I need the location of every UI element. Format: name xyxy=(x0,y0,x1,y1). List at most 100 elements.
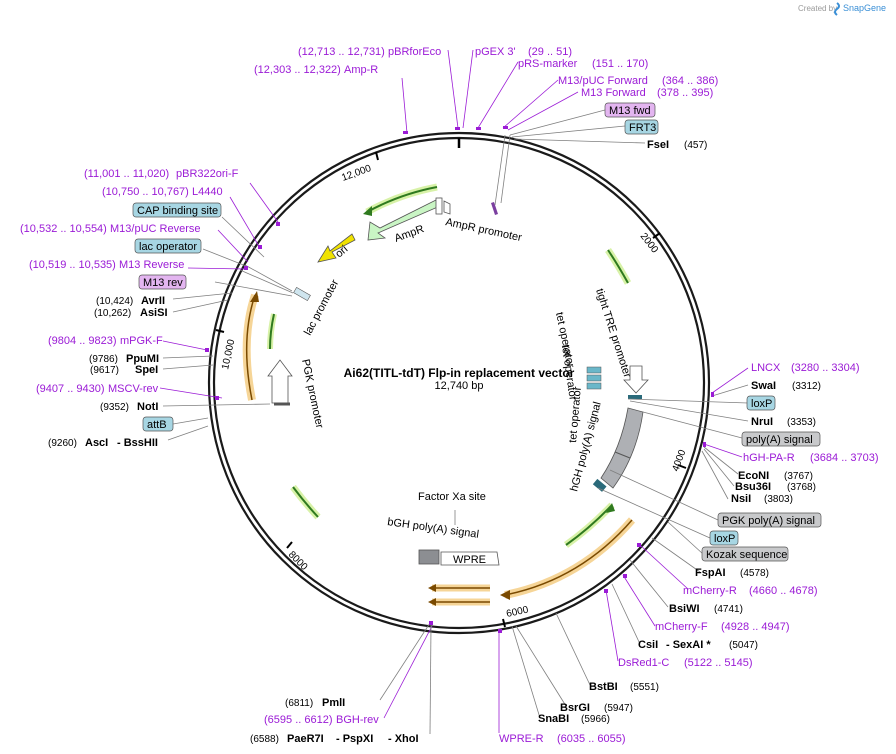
site-csii-pos: (5047) xyxy=(729,640,758,651)
primer-lncx[interactable]: LNCX xyxy=(751,362,781,374)
site-bsu36i-pos: (3768) xyxy=(787,482,816,493)
hgh-polya-feature[interactable] xyxy=(592,407,644,492)
site-bsshii[interactable]: - BssHII xyxy=(117,437,158,449)
primer-mpgk-f-pos: (9804 .. 9823) xyxy=(48,335,117,347)
snapgene-logo-icon xyxy=(834,2,840,16)
kozak-box[interactable] xyxy=(701,546,789,562)
site-fsei[interactable]: FseI xyxy=(647,139,669,151)
snapgene-brand[interactable]: SnapGene xyxy=(843,3,886,13)
primer-mscv-rev[interactable]: MSCV-rev xyxy=(108,383,159,395)
site-pmli[interactable]: PmlI xyxy=(322,697,345,709)
loxp-label-2: loxP xyxy=(714,533,735,545)
attb-label: attB xyxy=(147,419,167,431)
primer-bgh-rev-pos: (6595 .. 6612) xyxy=(264,714,333,726)
frt3-label: FRT3 xyxy=(629,122,656,134)
tet-operator-3: tet operator xyxy=(567,386,584,443)
site-pspxi[interactable]: - PspXI xyxy=(336,733,373,745)
ampr-promoter-lead xyxy=(494,134,506,206)
primer-pbrforeco[interactable]: pBRforEco xyxy=(388,46,441,58)
primer-pbrforeco-pos: (12,713 .. 12,731) xyxy=(298,46,385,58)
green-arc-lower-left xyxy=(290,484,321,520)
primer-wpre-r[interactable]: WPRE-R xyxy=(499,733,544,745)
site-paer7i[interactable]: PaeR7I xyxy=(287,733,324,745)
green-arc-left xyxy=(267,313,277,350)
site-bstbi[interactable]: BstBI xyxy=(589,681,618,693)
created-by-label: Created by xyxy=(798,4,837,13)
green-arc-right xyxy=(605,248,632,285)
site-econi[interactable]: EcoNI xyxy=(738,470,769,482)
site-ppumi[interactable]: PpuMI xyxy=(126,353,159,365)
loxp-box-2[interactable] xyxy=(709,530,739,546)
backbone-outer xyxy=(207,131,711,635)
site-markers xyxy=(205,126,714,633)
wpre-label: WPRE xyxy=(453,554,486,566)
site-snabi-pos: (5966) xyxy=(581,714,610,725)
primer-mpgk-f[interactable]: mPGK-F xyxy=(120,335,163,347)
site-econi-pos: (3767) xyxy=(784,471,813,482)
map-title: Ai62(TITL-tdT) Flp-in replacement vector xyxy=(344,366,575,380)
site-bstbi-pos: (5551) xyxy=(630,682,659,693)
frt3-box[interactable] xyxy=(624,119,659,135)
bgh-polya-feature[interactable] xyxy=(418,549,440,565)
wpre-feature[interactable] xyxy=(440,551,500,566)
site-bsiwi[interactable]: BsiWI xyxy=(669,603,700,615)
primer-ampr[interactable]: Amp-R xyxy=(344,64,378,76)
site-asci[interactable]: AscI xyxy=(85,437,108,449)
polya-box[interactable] xyxy=(741,431,821,447)
primer-dsred1-c[interactable]: DsRed1-C xyxy=(618,657,669,669)
primer-mcherry-r[interactable]: mCherry-R xyxy=(683,585,737,597)
loxp-label-1: loxP xyxy=(751,398,772,410)
site-noti-pos: (9352) xyxy=(100,402,129,413)
site-swai[interactable]: SwaI xyxy=(751,380,776,392)
primer-pbr322ori-f-pos: (11,001 .. 11,020) xyxy=(84,168,169,180)
primer-pgex[interactable]: pGEX 3' xyxy=(475,46,516,58)
site-spei[interactable]: SpeI xyxy=(135,364,158,376)
cap-binding-box[interactable] xyxy=(132,202,222,218)
primer-m13puc-fwd[interactable]: M13/pUC Forward xyxy=(558,75,648,87)
ori-feature[interactable] xyxy=(317,233,356,263)
tet-operator-block xyxy=(586,366,602,390)
pgk-polya-label: PGK poly(A) signal xyxy=(722,515,815,527)
primer-m13puc-rev[interactable]: M13/pUC Reverse xyxy=(110,223,200,235)
primer-hgh-pa-r[interactable]: hGH-PA-R xyxy=(743,452,795,464)
tre-promoter-arrow[interactable] xyxy=(623,365,649,399)
site-csii[interactable]: CsiI xyxy=(638,639,658,651)
primer-mcherry-f-pos: (4928 .. 4947) xyxy=(721,621,790,633)
lac-operator-box[interactable] xyxy=(134,238,202,254)
ampr-feature[interactable] xyxy=(367,197,451,241)
site-sexai[interactable]: - SexAI * xyxy=(666,639,711,651)
m13-rev-box[interactable] xyxy=(138,274,187,290)
primer-pbr322ori-f[interactable]: pBR322ori-F xyxy=(176,168,239,180)
attb-box[interactable] xyxy=(142,416,174,432)
site-avrii[interactable]: AvrII xyxy=(141,295,165,307)
site-nsii[interactable]: NsiI xyxy=(731,493,751,505)
site-noti[interactable]: NotI xyxy=(137,401,158,413)
site-snabi[interactable]: SnaBI xyxy=(538,713,569,725)
site-bsrgi[interactable]: BsrGI xyxy=(560,702,590,714)
m13-rev-label: M13 rev xyxy=(143,277,183,289)
site-spei-pos: (9617) xyxy=(90,365,119,376)
primer-m13-forward[interactable]: M13 Forward xyxy=(581,87,646,99)
primer-m13-reverse[interactable]: M13 Reverse xyxy=(119,259,184,271)
site-fspai[interactable]: FspAI xyxy=(695,567,726,579)
primer-l4440[interactable]: L4440 xyxy=(192,186,223,198)
site-bsu36i[interactable]: Bsu36I xyxy=(735,481,771,493)
site-asisi[interactable]: AsiSI xyxy=(140,307,168,319)
primer-mcherry-f[interactable]: mCherry-F xyxy=(655,621,708,633)
pgk-promoter-label: PGK promoter xyxy=(299,358,325,430)
primer-prs[interactable]: pRS-marker xyxy=(518,58,578,70)
m13-fwd-box[interactable] xyxy=(604,102,656,118)
pgk-promoter-feature[interactable] xyxy=(267,359,293,406)
orange-arc-right xyxy=(500,517,636,600)
primer-pgex-pos: (29 .. 51) xyxy=(528,46,572,58)
primer-m13puc-rev-pos: (10,532 .. 10,554) xyxy=(20,223,107,235)
primer-bgh-rev[interactable]: BGH-rev xyxy=(336,714,379,726)
site-bsrgi-pos: (5947) xyxy=(604,703,633,714)
loxp-box-1[interactable] xyxy=(746,395,776,411)
site-nrui[interactable]: NruI xyxy=(751,416,773,428)
primer-mscv-rev-pos: (9407 .. 9430) xyxy=(36,383,105,395)
pgk-polya-box[interactable] xyxy=(717,512,822,528)
site-swai-pos: (3312) xyxy=(792,381,821,392)
primer-m13-reverse-pos: (10,519 .. 10,535) xyxy=(29,259,116,271)
site-xhoi[interactable]: - XhoI xyxy=(388,733,419,745)
